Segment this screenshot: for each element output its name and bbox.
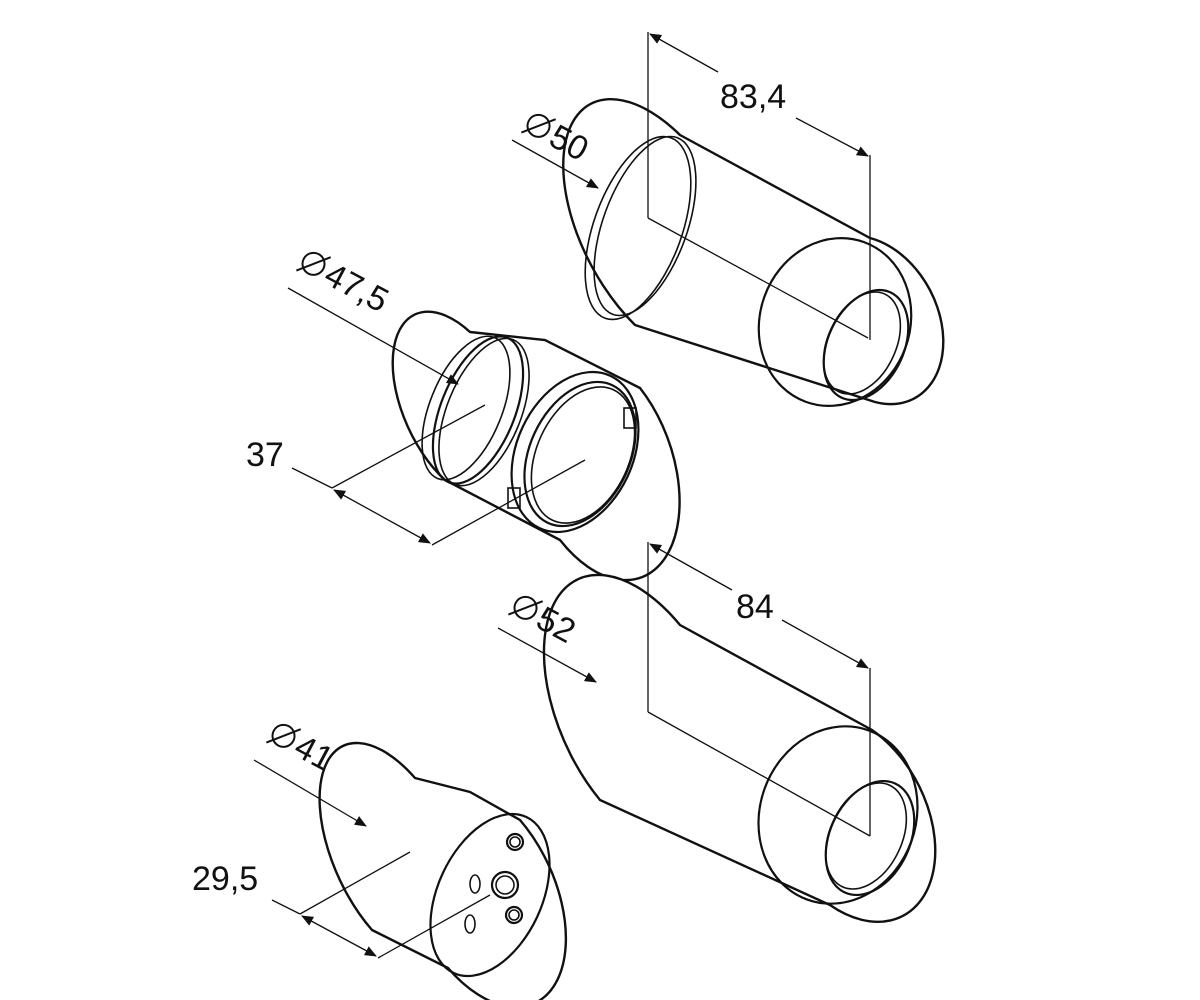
- sleeve-bottom-body: [542, 573, 937, 923]
- sleeve-top-part: [562, 97, 945, 407]
- end-plug-hole-center: [490, 870, 520, 900]
- dim-length-sleeve-top: 83,4: [647, 32, 871, 340]
- sleeve-top-rim-inner: [593, 135, 697, 317]
- end-plug-face: [429, 812, 551, 978]
- sleeve-top-body: [562, 97, 945, 406]
- sleeve-top-axis: [647, 217, 869, 339]
- insert-ring-body: [391, 310, 681, 582]
- dim-label-29-5: 29,5: [192, 860, 258, 898]
- dim-length-end-plug: 29,5: [192, 851, 491, 959]
- end-plug-hole: [505, 832, 525, 852]
- sleeve-top-rim: [584, 135, 692, 321]
- sleeve-top-bore-inner: [822, 291, 902, 395]
- insert-ring-notch-2: [507, 487, 521, 509]
- insert-ring-front-inner: [523, 380, 637, 528]
- sleeve-bottom-part: [542, 573, 937, 923]
- dim-label-37: 37: [246, 436, 284, 474]
- dim-label-83-4: 83,4: [720, 78, 786, 116]
- end-plug-hole: [504, 905, 524, 925]
- end-plug-hole: [464, 914, 476, 934]
- dim-label-84: 84: [736, 588, 774, 626]
- end-plug-hole: [469, 874, 481, 894]
- insert-ring-part: [391, 310, 681, 582]
- sleeve-bottom-axis: [647, 711, 871, 837]
- dim-length-sleeve-bottom: 84: [647, 542, 871, 836]
- insert-ring-notch: [623, 407, 637, 429]
- dim-length-insert-ring: 37: [246, 404, 586, 546]
- dim-label-47-5: 47,5: [318, 255, 394, 320]
- insert-ring-front-outer: [510, 370, 640, 534]
- end-plug-part: [318, 741, 568, 1000]
